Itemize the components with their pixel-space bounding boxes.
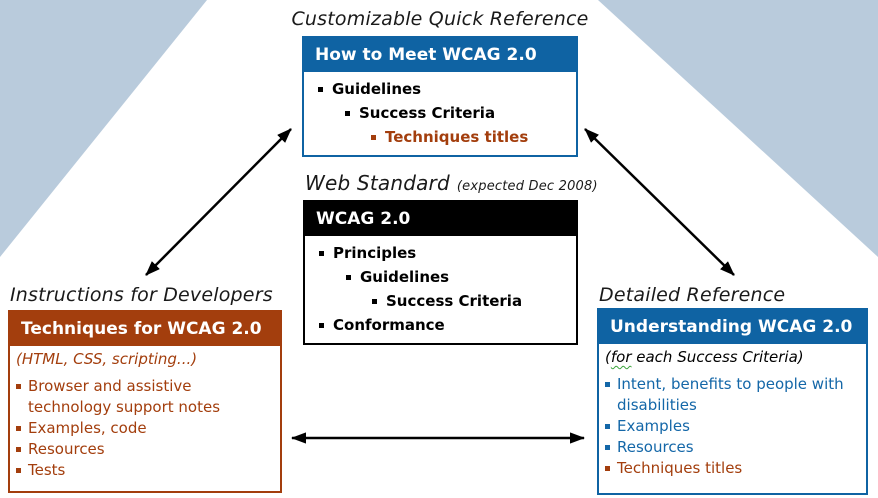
list-item-label: Guidelines — [332, 80, 422, 98]
understanding-subtitle-spellcheck-word: for — [610, 348, 632, 366]
list-item: Browser and assistive technology support… — [16, 376, 274, 418]
list-item: Resources — [605, 437, 860, 458]
list-item: Guidelines — [318, 77, 570, 101]
understanding-box: Understanding WCAG 2.0 (for each Success… — [597, 308, 868, 495]
list-item-label: Techniques titles — [617, 459, 743, 477]
list-item: Examples — [605, 416, 860, 437]
web-standard-outline: Principles Guidelines Success Criteria C… — [305, 236, 576, 337]
bullet-square-icon — [319, 251, 324, 256]
understanding-label: Detailed Reference — [599, 284, 786, 306]
arrow-quickref-understanding — [584, 128, 735, 276]
list-item-label: Intent, benefits to people with disabili… — [617, 375, 844, 414]
list-item: Success Criteria — [345, 101, 570, 125]
list-item: Intent, benefits to people with disabili… — [605, 374, 860, 416]
list-item-label: Success Criteria — [386, 292, 523, 310]
bullet-square-icon — [16, 468, 21, 473]
list-item-label: Examples — [617, 417, 690, 435]
bullet-square-icon — [372, 299, 377, 304]
understanding-subtitle-suffix: each Success Criteria) — [631, 348, 804, 366]
bullet-square-icon — [605, 445, 610, 450]
techniques-box-header: Techniques for WCAG 2.0 — [10, 312, 280, 346]
bullet-square-icon — [16, 384, 21, 389]
web-standard-label-note: (expected Dec 2008) — [456, 179, 598, 194]
list-item: Examples, code — [16, 418, 274, 439]
bullet-square-icon — [318, 87, 323, 92]
bullet-square-icon — [605, 424, 610, 429]
bullet-square-icon — [605, 466, 610, 471]
quick-reference-box-header: How to Meet WCAG 2.0 — [304, 38, 576, 72]
web-standard-box: WCAG 2.0 Principles Guidelines Success C… — [303, 200, 578, 345]
list-item-label: Conformance — [333, 316, 445, 334]
list-item-label: Success Criteria — [359, 104, 496, 122]
list-item-label: Resources — [28, 440, 105, 458]
list-item-label: Techniques titles — [385, 128, 529, 146]
quick-reference-box: How to Meet WCAG 2.0 Guidelines Success … — [302, 36, 578, 157]
bullet-square-icon — [319, 323, 324, 328]
bullet-square-icon — [605, 382, 610, 387]
list-item: Conformance — [319, 313, 570, 337]
understanding-box-header: Understanding WCAG 2.0 — [599, 310, 866, 344]
understanding-outline: Intent, benefits to people with disabili… — [599, 369, 866, 479]
list-item: Techniques titles — [605, 458, 860, 479]
understanding-subtitle: (for each Success Criteria) — [599, 344, 866, 369]
techniques-outline: Browser and assistive technology support… — [10, 371, 280, 481]
web-standard-label-main: Web Standard — [305, 171, 450, 195]
arrow-quickref-techniques — [145, 128, 292, 276]
background-triangle-left — [0, 0, 207, 257]
web-standard-label: Web Standard (expected Dec 2008) — [305, 171, 598, 195]
background-triangle-right — [598, 0, 878, 257]
list-item: Success Criteria — [372, 289, 570, 313]
list-item-label: Principles — [333, 244, 417, 262]
list-item-label: Browser and assistive technology support… — [28, 377, 221, 416]
quick-reference-label: Customizable Quick Reference — [291, 8, 589, 30]
list-item-label: Tests — [28, 461, 66, 479]
techniques-subtitle: (HTML, CSS, scripting...) — [16, 350, 198, 368]
quick-reference-outline: Guidelines Success Criteria Techniques t… — [304, 72, 576, 149]
list-item: Resources — [16, 439, 274, 460]
list-item: Tests — [16, 460, 274, 481]
techniques-box: Techniques for WCAG 2.0 (HTML, CSS, scri… — [8, 310, 282, 493]
techniques-label: Instructions for Developers — [10, 284, 273, 306]
understanding-subtitle-prefix: ( — [605, 348, 611, 366]
bullet-square-icon — [16, 426, 21, 431]
list-item: Principles — [319, 241, 570, 265]
list-item-label: Resources — [617, 438, 694, 456]
list-item: Guidelines — [346, 265, 570, 289]
web-standard-box-header: WCAG 2.0 — [305, 202, 576, 236]
list-item: Techniques titles — [371, 125, 570, 149]
list-item-label: Guidelines — [360, 268, 450, 286]
bullet-square-icon — [371, 135, 376, 140]
bullet-square-icon — [346, 275, 351, 280]
bullet-square-icon — [345, 111, 350, 116]
list-item-label: Examples, code — [28, 419, 147, 437]
bullet-square-icon — [16, 447, 21, 452]
